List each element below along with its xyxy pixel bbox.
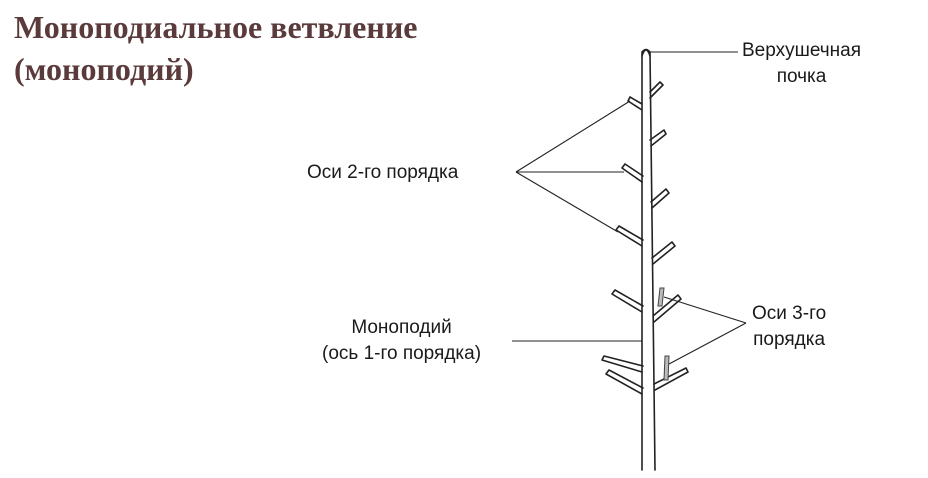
branch-left-6 (606, 370, 643, 394)
branch-right-3 (651, 189, 669, 208)
branch-right-1 (650, 82, 663, 98)
branch-left-5 (602, 356, 643, 372)
branch-right-5 (653, 295, 681, 322)
leader-third-order-1 (664, 297, 746, 323)
label-second-order-axes: Оси 2-го порядка (307, 160, 458, 186)
branch-right-4 (652, 242, 675, 264)
branch-right-2 (650, 130, 666, 146)
branch-left-1 (628, 97, 642, 110)
leader-second-order-3 (516, 172, 618, 232)
third-order-shoot-1 (658, 288, 664, 306)
branch-left-3 (616, 226, 643, 246)
leader-third-order-2 (669, 323, 746, 364)
third-order-shoot-2 (664, 356, 669, 380)
main-axis (642, 50, 655, 471)
branch-right-6 (654, 368, 688, 390)
branch-left-2 (622, 164, 643, 182)
branch-left-4 (612, 290, 643, 312)
label-monopodium: Моноподий (ось 1-го порядка) (322, 315, 481, 367)
leader-second-order-1 (516, 101, 630, 172)
label-third-order-axes: Оси 3-го порядка (752, 301, 826, 353)
label-apical-bud: Верхушечная почка (742, 38, 861, 90)
